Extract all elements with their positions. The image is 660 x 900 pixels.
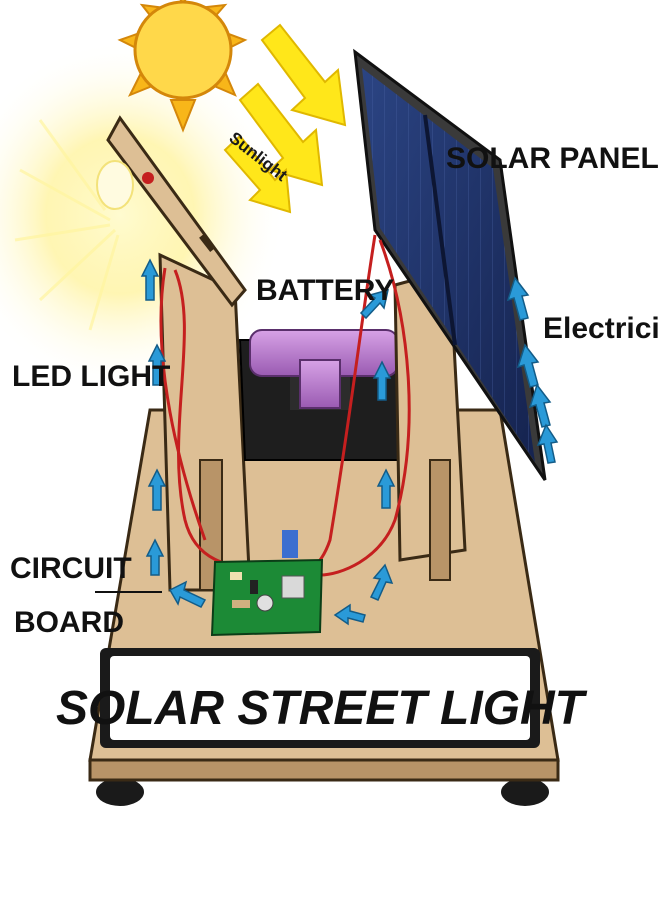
electricity-label: Electricity [543,312,660,345]
battery-cell [249,329,399,409]
sunlight-arrow-icon [223,23,347,214]
title-plate: SOLAR STREET LIGHT [56,648,588,748]
current-arrow-icon [140,258,559,626]
solar-panel [353,48,547,481]
battery-label: BATTERY [256,274,394,307]
led-light [96,160,154,210]
right-stand [393,268,467,581]
led-glow [0,40,285,390]
circuit-board [210,530,324,637]
solar-panel-label: SOLAR PANEL [446,142,659,175]
circuit-board-label-line2: BOARD [14,606,124,639]
page-title: SOLAR STREET LIGHT [56,682,588,735]
sun-icon [117,0,248,133]
led-arm [106,115,247,308]
circuit-board-label-line1: CIRCUIT [10,552,132,585]
led-light-label: LED LIGHT [12,360,170,393]
